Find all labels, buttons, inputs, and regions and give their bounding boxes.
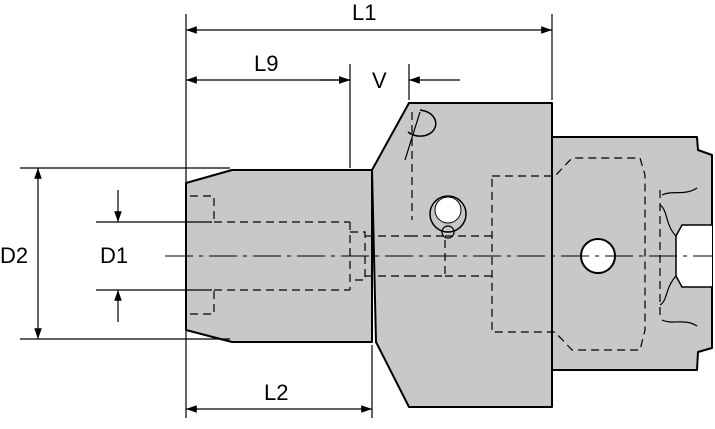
dimension-label-l1: L1: [352, 0, 377, 25]
dimension-label-l9: L9: [254, 51, 279, 76]
head-body: [371, 102, 553, 408]
set-screw-hole: [429, 195, 467, 239]
groove-slot: [407, 109, 437, 137]
shank-body: [539, 136, 713, 371]
dimensions: [20, 14, 553, 418]
dimension-label-d2: D2: [0, 243, 29, 268]
part-body: [185, 102, 713, 408]
dimension-label-l2: L2: [264, 380, 289, 405]
dimension-label-v: V: [372, 68, 387, 93]
dimension-label-d1: D1: [100, 243, 129, 268]
